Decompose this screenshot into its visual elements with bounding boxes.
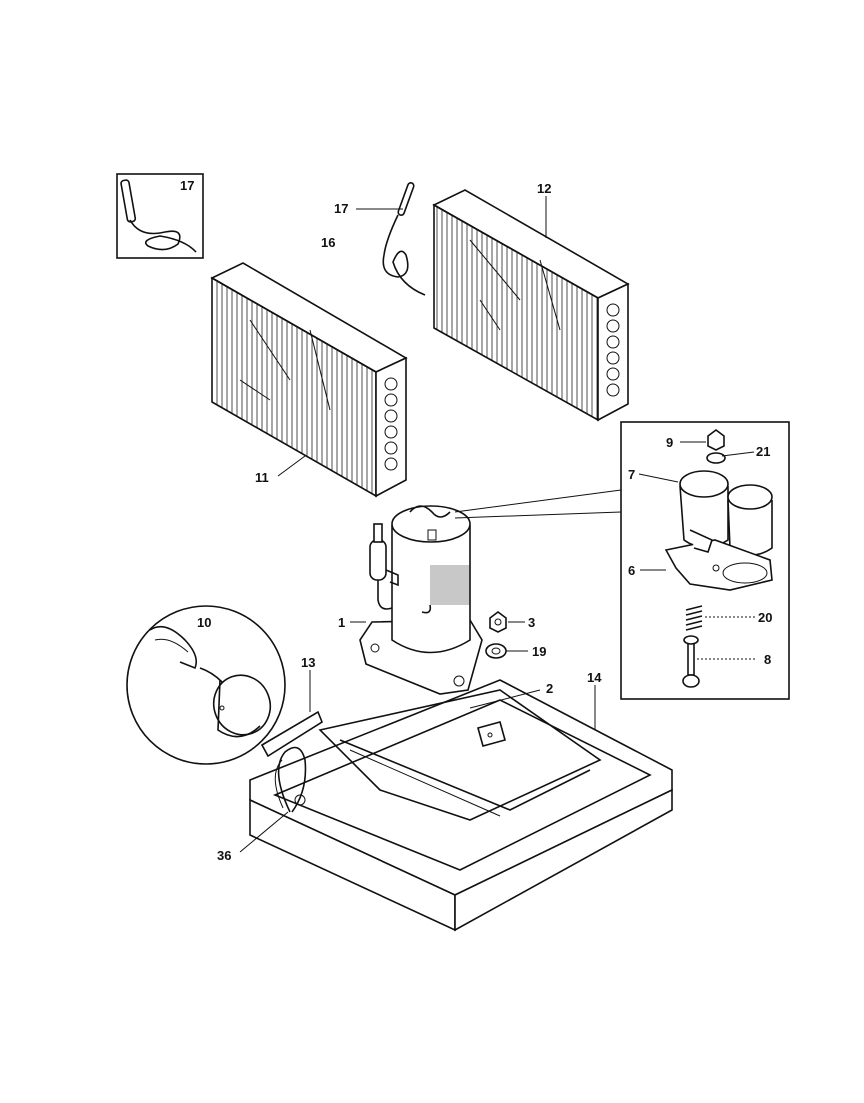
label-12: 12 [537, 181, 551, 196]
label-2: 2 [546, 681, 553, 696]
label-16: 16 [321, 235, 335, 250]
clip-36 [274, 746, 307, 813]
label-8: 8 [764, 652, 771, 667]
label-17: 17 [334, 201, 348, 216]
label-21: 21 [756, 444, 770, 459]
label-10: 10 [197, 615, 211, 630]
coil-11 [210, 262, 408, 498]
label-1: 1 [338, 615, 345, 630]
label-9: 9 [666, 435, 673, 450]
label-19: 19 [532, 644, 546, 659]
bracket-13 [260, 710, 323, 758]
capacitor-inset [126, 605, 286, 765]
nut-3 [489, 611, 507, 633]
leader-lines [239, 196, 755, 853]
label-3: 3 [528, 615, 535, 630]
label-6: 6 [628, 563, 635, 578]
grommet-19 [485, 643, 507, 659]
callout-labels: 17 17 16 12 11 9 21 7 6 20 8 1 3 19 10 1… [180, 178, 772, 863]
base-pan [249, 679, 673, 932]
overload-inset-box [620, 421, 790, 700]
label-11: 11 [255, 470, 269, 485]
label-7: 7 [628, 467, 635, 482]
label-17-inset: 17 [180, 178, 194, 193]
compressor [359, 505, 483, 695]
inset-capillary-box [116, 173, 204, 259]
label-13: 13 [301, 655, 315, 670]
label-20: 20 [758, 610, 772, 625]
accumulator [369, 523, 399, 610]
coil-12 [432, 189, 630, 422]
label-36: 36 [217, 848, 231, 863]
callout-connectors [454, 489, 622, 519]
capillary-tube [382, 182, 426, 296]
label-14: 14 [587, 670, 602, 685]
